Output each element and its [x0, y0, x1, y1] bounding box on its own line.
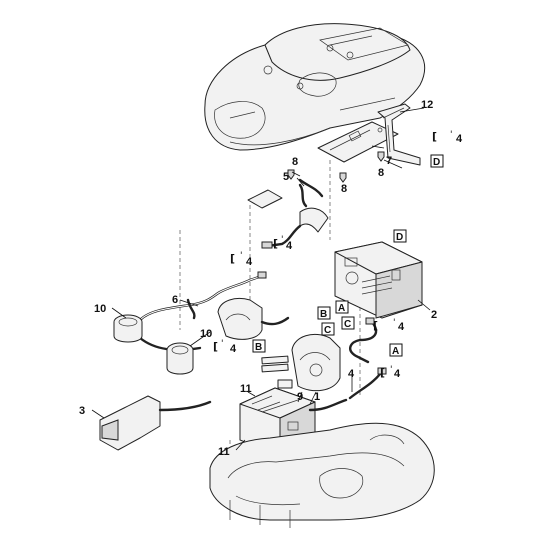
- circuit-board-part-7: [317, 121, 399, 163]
- drive-motor-left: [217, 298, 290, 340]
- callout-12: 12: [421, 99, 433, 111]
- ref-box-b-lower: B: [252, 339, 266, 353]
- callout-1: 1: [314, 391, 320, 403]
- ref-box-c-lower: C: [321, 322, 335, 336]
- cable-part-4-right: [348, 367, 387, 400]
- ref-box-a-lower: A: [389, 343, 403, 357]
- callout-10-lower: 10: [200, 328, 212, 340]
- cable-cover-part-3: [99, 395, 212, 451]
- sensor-part-10-upper: [113, 314, 143, 343]
- callout-9: 9: [297, 391, 303, 403]
- connector-note-5: [ ' 4: [373, 318, 405, 333]
- label-stickers: [261, 355, 293, 389]
- connector-notes: [ ' 4 [ ' 4 [ ' 4 [ ' 4 [ ' 4 [ ' 4: [213, 130, 463, 380]
- svg-text:4: 4: [398, 321, 405, 333]
- sensor-part-10-lower: [166, 342, 194, 375]
- ref-box-d-module: D: [393, 229, 407, 243]
- leader-lines: [91, 107, 431, 451]
- cable-part-9: [308, 398, 348, 412]
- svg-text:B: B: [255, 342, 262, 353]
- connector-note-3: [ ' 4: [230, 251, 253, 268]
- control-module-part-2: [334, 241, 423, 319]
- ribbon-cable-part-12: [377, 103, 421, 166]
- cable-part-5: [261, 178, 329, 249]
- callout-7: 7: [386, 155, 392, 167]
- svg-text:[: [: [432, 130, 437, 143]
- callout-2: 2: [431, 309, 437, 321]
- connector-note-6: [ ' 4: [380, 365, 401, 380]
- svg-text:[: [: [373, 319, 378, 332]
- connector-note-4: [ ' 4: [213, 339, 237, 355]
- svg-text:C: C: [324, 325, 331, 336]
- svg-text:[: [: [380, 366, 385, 379]
- callout-11-lower: 11: [218, 446, 230, 458]
- svg-text:': ': [393, 318, 395, 328]
- callout-5: 5: [283, 171, 289, 183]
- svg-text:': ': [221, 339, 223, 349]
- ref-box-b-upper: B: [317, 306, 331, 320]
- callout-8-left: 8: [292, 156, 298, 168]
- svg-text:A: A: [338, 303, 345, 314]
- ref-box-c-upper: C: [341, 316, 355, 330]
- callout-11-upper: 11: [240, 383, 252, 395]
- svg-text:': ': [450, 130, 452, 140]
- ref-box-a-upper: A: [335, 300, 349, 314]
- ref-box-d-top: D: [430, 154, 444, 168]
- screws-part-8: [287, 151, 385, 183]
- svg-text:D: D: [433, 157, 440, 168]
- svg-text:4: 4: [456, 133, 463, 145]
- callout-10-upper: 10: [94, 303, 106, 315]
- reference-letters: D D A B C C A B: [252, 154, 444, 357]
- svg-text:4: 4: [286, 240, 293, 252]
- svg-text:C: C: [344, 319, 351, 330]
- connector-note-2: [ ' 4: [273, 235, 293, 252]
- callout-numbers: 12 8 7 8 8 5 2 6 10 10 3 11 11 9 1 4: [79, 99, 437, 458]
- callout-4-right: 4: [348, 368, 355, 380]
- callout-6: 6: [172, 294, 178, 306]
- callout-3: 3: [79, 405, 85, 417]
- cable-part-c: [349, 317, 378, 364]
- svg-text:D: D: [396, 232, 403, 243]
- small-plate: [247, 189, 283, 209]
- svg-text:4: 4: [230, 343, 237, 355]
- svg-text:[: [: [230, 252, 235, 265]
- svg-text:[: [: [213, 340, 218, 353]
- svg-text:4: 4: [246, 256, 253, 268]
- top-cover: [204, 23, 426, 151]
- svg-text:A: A: [392, 346, 399, 357]
- callout-8-right: 8: [378, 167, 384, 179]
- svg-text:B: B: [320, 309, 327, 320]
- lower-chassis: [209, 422, 435, 528]
- svg-text:': ': [240, 251, 242, 261]
- connector-note-1: [ ' 4: [432, 130, 463, 145]
- svg-text:4: 4: [394, 368, 401, 380]
- callout-8-mid: 8: [341, 183, 347, 195]
- svg-text:': ': [390, 365, 392, 375]
- svg-text:': ': [281, 235, 283, 245]
- drive-motor-right: [291, 334, 341, 392]
- svg-text:[: [: [273, 237, 278, 250]
